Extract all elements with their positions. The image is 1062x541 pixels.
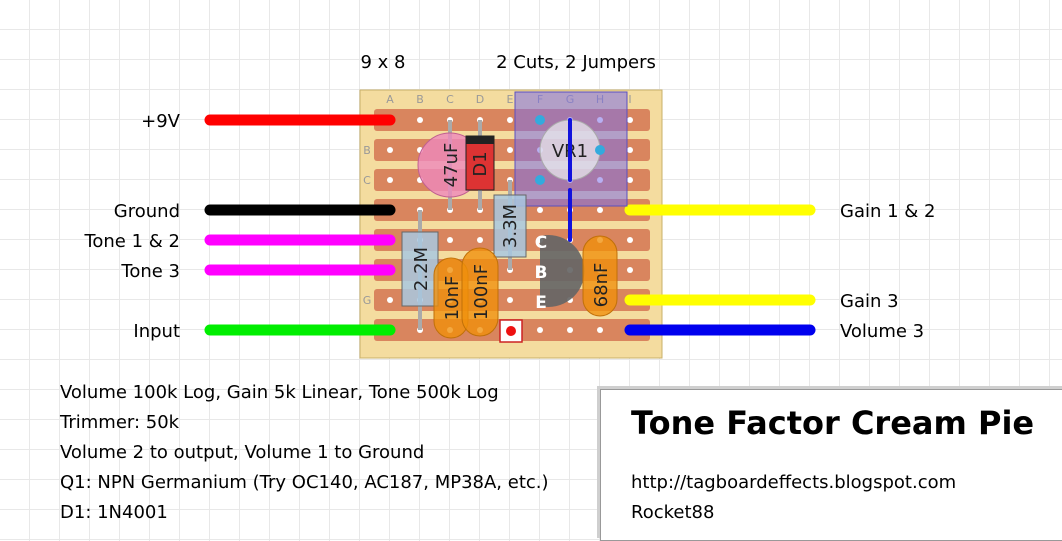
- hole: [597, 207, 603, 213]
- hole: [387, 177, 393, 183]
- wire-label-left: Input: [133, 321, 180, 342]
- column-letter: E: [507, 93, 514, 106]
- wire-label-left: Ground: [114, 201, 180, 222]
- resistor-2-2m-label: 2.2M: [411, 247, 432, 291]
- note-transistor: Q1: NPN Germanium (Try OC140, AC187, MP3…: [60, 472, 549, 493]
- hole: [507, 297, 513, 303]
- transistor-q1: C B E: [535, 233, 585, 313]
- trimmer-pin: [535, 115, 545, 125]
- transistor-pin-c: C: [535, 233, 547, 253]
- note-volume: Volume 2 to output, Volume 1 to Ground: [60, 442, 425, 463]
- hole: [477, 237, 483, 243]
- wires: [204, 114, 816, 336]
- hole: [507, 117, 513, 123]
- resistor-3-3m: 3.3M: [493, 180, 527, 270]
- column-letter: A: [386, 93, 394, 106]
- hole: [597, 327, 603, 333]
- note-trimmer: Trimmer: 50k: [60, 412, 180, 433]
- cuts-jumpers-label: 2 Cuts, 2 Jumpers: [496, 52, 656, 73]
- notes: Volume 100k Log, Gain 5k Linear, Tone 50…: [60, 378, 549, 528]
- stripboard-diagram: 9 x 8 2 Cuts, 2 Jumpers ABCDEFGHI ABCDEF…: [83, 52, 936, 359]
- column-letter: B: [416, 93, 424, 106]
- hole: [387, 147, 393, 153]
- website-url: http://tagboardeffects.blogspot.com: [631, 472, 957, 493]
- wire-label-left: Tone 3: [120, 261, 180, 282]
- column-letter: I: [628, 93, 631, 106]
- hole: [627, 237, 633, 243]
- row-letter: C: [363, 174, 371, 187]
- resistor-3-3m-label: 3.3M: [500, 204, 521, 248]
- hole: [417, 117, 423, 123]
- board-size-label: 9 x 8: [361, 52, 406, 73]
- column-letter: C: [446, 93, 454, 106]
- capacitor-100nf-label: 100nF: [471, 264, 492, 320]
- diode-d1: D1: [465, 120, 495, 210]
- diode-d1-label: D1: [470, 151, 491, 176]
- note-pots: Volume 100k Log, Gain 5k Linear, Tone 50…: [60, 382, 499, 403]
- author: Rocket88: [631, 502, 715, 523]
- row-letter: G: [363, 294, 372, 307]
- wire-label-left: +9V: [141, 111, 181, 132]
- wire-label-right: Gain 3: [840, 291, 899, 312]
- wire-label-left: Tone 1 & 2: [83, 231, 180, 252]
- resistor-2-2m: 2.2M: [401, 210, 439, 330]
- strip-cut-marker: [499, 319, 523, 343]
- hole: [447, 237, 453, 243]
- hole: [387, 297, 393, 303]
- capacitor-68nf: 68nF: [582, 235, 618, 317]
- column-letter: D: [476, 93, 484, 106]
- capacitor-100nf: 100nF: [461, 247, 499, 337]
- title-box: Tone Factor Cream Pie http://tagboardeff…: [600, 389, 1062, 541]
- hole: [537, 207, 543, 213]
- trimmer-pin: [535, 175, 545, 185]
- hole: [507, 147, 513, 153]
- note-diode: D1: 1N4001: [60, 502, 168, 523]
- transistor-pin-b: B: [535, 263, 548, 283]
- capacitor-47uf-label: 47uF: [441, 143, 462, 188]
- hole: [627, 117, 633, 123]
- row-letter: B: [363, 144, 371, 157]
- capacitor-10nf: 10nF: [433, 257, 469, 339]
- hole: [537, 327, 543, 333]
- capacitor-10nf-label: 10nF: [442, 276, 463, 321]
- hole: [627, 177, 633, 183]
- transistor-pin-e: E: [535, 293, 547, 313]
- hole: [627, 147, 633, 153]
- wire-label-right: Volume 3: [840, 321, 924, 342]
- project-title: Tone Factor Cream Pie: [631, 404, 1035, 442]
- wire-label-right: Gain 1 & 2: [840, 201, 936, 222]
- hole: [567, 327, 573, 333]
- hole: [627, 267, 633, 273]
- capacitor-68nf-label: 68nF: [591, 263, 612, 308]
- trimmer-pin: [595, 145, 605, 155]
